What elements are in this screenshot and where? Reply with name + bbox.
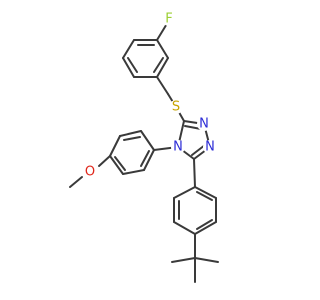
bond <box>196 219 213 230</box>
atom-triazole-n1: N <box>199 117 209 132</box>
atom-label-bg <box>83 165 97 179</box>
bond <box>156 57 169 78</box>
bond <box>194 257 219 263</box>
bond <box>156 39 169 59</box>
bond <box>153 57 164 73</box>
atom-triazole-n4: N <box>173 140 183 155</box>
bond <box>109 135 121 157</box>
bond <box>191 144 206 156</box>
atom-label-bg <box>197 117 211 131</box>
bond <box>173 221 196 235</box>
bond <box>114 156 126 171</box>
bond <box>140 150 150 167</box>
bond <box>184 125 202 130</box>
atom-labels: F S N N N O <box>83 12 217 180</box>
atom-label-bg <box>169 100 183 114</box>
atom-sulfur: S <box>172 100 180 115</box>
bond <box>119 130 142 137</box>
molecule-structure: F S N N N O <box>69 12 219 283</box>
atom-methoxy-oxygen: O <box>85 165 95 180</box>
bond <box>193 158 196 188</box>
bonds <box>69 21 219 283</box>
bond <box>156 76 169 95</box>
atom-triazole-n2: N <box>205 140 215 155</box>
bond <box>109 155 124 175</box>
bond <box>140 130 155 151</box>
bond <box>194 186 217 199</box>
bond <box>122 57 135 78</box>
atom-fluorine: F <box>165 12 172 27</box>
bond <box>171 257 196 263</box>
bond <box>69 176 83 188</box>
atom-label-bg <box>162 12 176 26</box>
bond <box>173 186 196 199</box>
bond <box>122 169 145 175</box>
bond <box>98 155 111 167</box>
bond <box>123 136 141 141</box>
atom-label-bg <box>203 140 217 154</box>
bond <box>194 221 217 235</box>
atom-label-bg <box>171 140 185 154</box>
bond <box>127 57 138 73</box>
bond <box>143 149 155 171</box>
bond <box>196 191 213 201</box>
bond <box>122 39 135 59</box>
